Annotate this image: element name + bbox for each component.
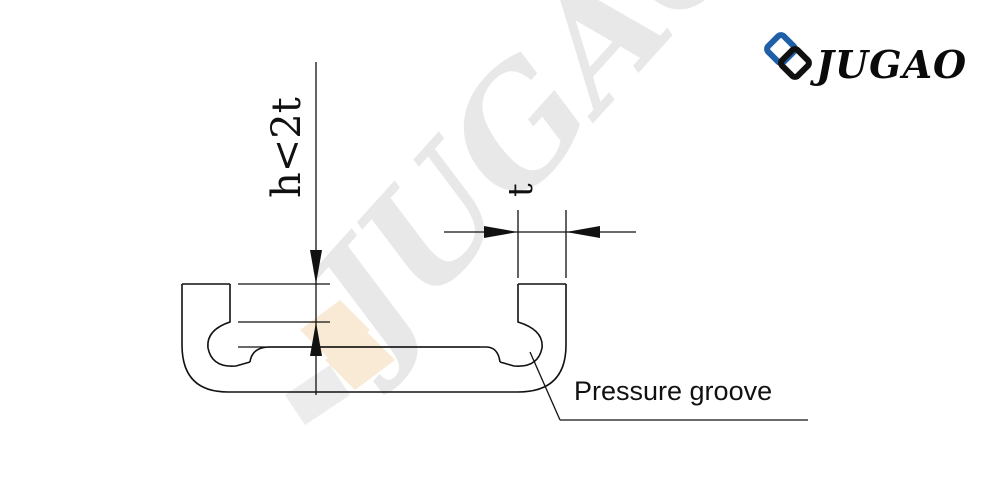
thickness-arrow-right: [566, 226, 600, 238]
height-label: h<2t: [264, 97, 310, 198]
thickness-label: t: [501, 183, 541, 197]
callout-leader-line: [529, 351, 561, 421]
callout-leader: [529, 351, 808, 421]
height-arrow-down: [310, 250, 322, 284]
part-outer-contour: [181, 284, 567, 393]
brand-logo: JUGAO: [764, 32, 967, 87]
watermark: JUGAO: [260, 0, 793, 425]
thickness-arrow-left: [484, 226, 518, 238]
part-profile: [181, 283, 567, 393]
height-arrow-up: [310, 322, 322, 356]
callout-label: Pressure groove: [574, 376, 772, 406]
logo-text: JUGAO: [810, 42, 967, 87]
logo-mark-icon: [764, 32, 812, 80]
thickness-dimension: [444, 210, 636, 278]
left-inner-wall: [207, 284, 251, 367]
right-inner-wall: [499, 284, 543, 367]
